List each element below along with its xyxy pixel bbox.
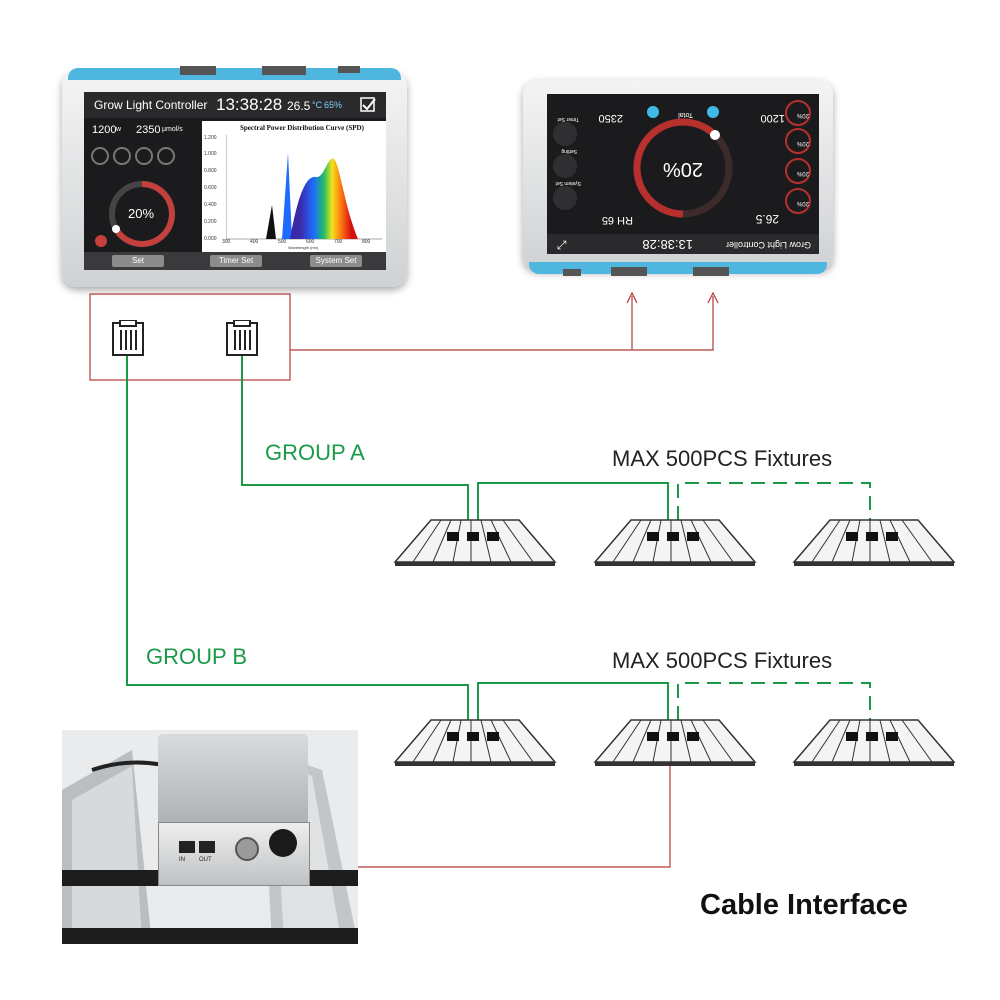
spd-y-tick: 1.200: [204, 135, 217, 141]
driver-photo: IN OUT: [62, 730, 358, 944]
spd-x-tick: 300: [222, 239, 231, 245]
dial-value: 20%: [128, 206, 155, 221]
spd-y-tick: 0.200: [204, 219, 217, 225]
controller-title: Grow Light Controller: [94, 98, 208, 112]
power-unit: w: [116, 126, 122, 133]
humidity-value: 65%: [324, 100, 343, 110]
set-button[interactable]: Set: [112, 255, 164, 267]
spd-x-tick: 500: [278, 239, 287, 245]
spd-x-tick: 800: [362, 239, 371, 245]
mirror-minus-icon[interactable]: [647, 106, 659, 118]
cable-interface-label: Cable Interface: [700, 889, 908, 921]
main-screen: Grow Light Controller 13:38:28 26.5 °C 6…: [84, 92, 386, 270]
mirror-port-2: [693, 267, 729, 276]
group-b-label: GROUP B: [146, 644, 248, 669]
spd-xlabel: Wavelength (nm): [288, 245, 319, 250]
spd-curve: [226, 135, 382, 240]
rj45-connector-icon: [112, 320, 144, 356]
power-value: 1200: [92, 124, 117, 136]
system-set-button[interactable]: System Set: [310, 255, 362, 267]
led-fixture-icon: [593, 719, 757, 766]
led-fixture-icon: [792, 719, 956, 766]
rj45-connector-icon: [226, 320, 258, 356]
rj45-port-top-2: [262, 66, 306, 75]
mirror-plus-icon[interactable]: [707, 106, 719, 118]
max-fixtures-a-label: MAX 500PCS Fixtures: [612, 446, 833, 471]
driver-port-in-label: IN: [179, 857, 185, 863]
main-button-bar: Set Timer Set System Set: [84, 252, 386, 270]
spd-x-tick: 700: [334, 239, 343, 245]
spd-x-ticks: 300 400 500 600 700 800: [222, 239, 382, 247]
power-icon[interactable]: [94, 234, 108, 248]
clock-time: 13:38:28: [216, 95, 283, 114]
spd-y-ticks: 1.200 1.000 0.800 0.600 0.400 0.200 0.00…: [204, 135, 226, 242]
mirror-controller: Grow Light Controller 13:38:28 ⤢ 26.5 RH…: [523, 80, 833, 276]
driver-box: [158, 734, 308, 834]
rj45-port-top-1: [180, 66, 216, 75]
main-screen-header: Grow Light Controller 13:38:28 26.5 °C 6…: [84, 92, 386, 118]
led-fixture-icon: [393, 719, 557, 766]
channel-gauges: [91, 147, 175, 165]
spd-y-tick: 0.800: [204, 168, 217, 174]
ppfd-unit: μmol/s: [162, 126, 183, 133]
spd-y-tick: 0.600: [204, 185, 217, 191]
group-a-label: GROUP A: [265, 440, 365, 465]
driver-rj45-out[interactable]: [199, 841, 215, 853]
main-controller: Grow Light Controller 13:38:28 26.5 °C 6…: [62, 66, 407, 287]
driver-power-cable: [269, 829, 297, 857]
brightness-dial[interactable]: [102, 174, 182, 254]
led-fixture-icon: [792, 519, 956, 566]
ppfd-value: 2350: [136, 124, 161, 136]
spd-x-tick: 400: [250, 239, 259, 245]
max-fixtures-b-label: MAX 500PCS Fixtures: [612, 648, 833, 673]
spd-y-tick: 0.000: [204, 236, 217, 242]
mirror-port-1: [611, 267, 647, 276]
driver-port-out-label: OUT: [199, 857, 212, 863]
controller-top-band: [68, 68, 401, 80]
spd-title: Spectral Power Distribution Curve (SPD): [240, 124, 364, 132]
led-fixture-icon: [393, 519, 557, 566]
port-top-3: [338, 66, 360, 73]
mirror-controller-band: [529, 262, 827, 274]
mirror-dial[interactable]: [623, 108, 743, 228]
led-fixture-icon: [593, 519, 757, 566]
temperature-unit: °C: [312, 100, 323, 110]
timer-set-button[interactable]: Timer Set: [210, 255, 262, 267]
spd-y-tick: 1.000: [204, 151, 217, 157]
mirror-screen: Grow Light Controller 13:38:28 ⤢ 26.5 RH…: [547, 94, 819, 254]
checkbox-icon[interactable]: [360, 97, 376, 113]
driver-knob[interactable]: [235, 837, 259, 861]
spd-panel: Spectral Power Distribution Curve (SPD) …: [202, 121, 386, 252]
temperature-value: 26.5: [287, 99, 311, 113]
spd-x-tick: 600: [306, 239, 315, 245]
driver-rj45-in[interactable]: [179, 841, 195, 853]
mirror-port-3: [563, 269, 581, 276]
spd-y-tick: 0.400: [204, 202, 217, 208]
driver-front-panel: IN OUT: [158, 822, 310, 886]
